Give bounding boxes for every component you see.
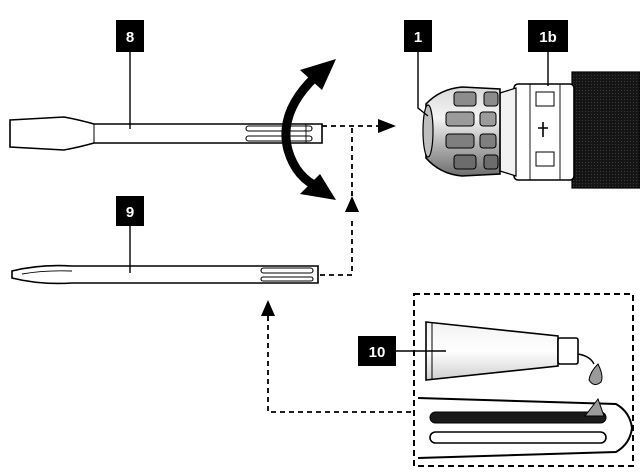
arrowhead-icon [261, 300, 275, 316]
insertion-guide-lines [267, 125, 422, 413]
callout-9-text: 9 [126, 204, 134, 221]
pointed-chisel [11, 264, 319, 285]
tool-holder [422, 71, 640, 189]
flat-chisel [9, 116, 323, 151]
callout-10-text: 10 [369, 344, 386, 361]
callout-9: 9 [116, 196, 144, 226]
callout-10: 10 [358, 336, 396, 366]
arrowhead-icon [378, 119, 396, 133]
chisel-shank-closeup [417, 397, 634, 459]
callout-1b-text: 1b [539, 29, 557, 46]
grease-tube [425, 321, 595, 381]
callout-8-text: 8 [126, 29, 134, 46]
curved-double-arrow-icon [281, 59, 336, 200]
arrowhead-icon [345, 196, 359, 212]
callout-1b: 1b [528, 20, 568, 52]
handle-grip [571, 71, 640, 189]
grease-drop-icon [588, 363, 603, 386]
callout-1: 1 [404, 20, 432, 52]
leader-line-1 [417, 52, 429, 117]
callout-8: 8 [116, 20, 144, 52]
callout-1-text: 1 [414, 29, 422, 46]
